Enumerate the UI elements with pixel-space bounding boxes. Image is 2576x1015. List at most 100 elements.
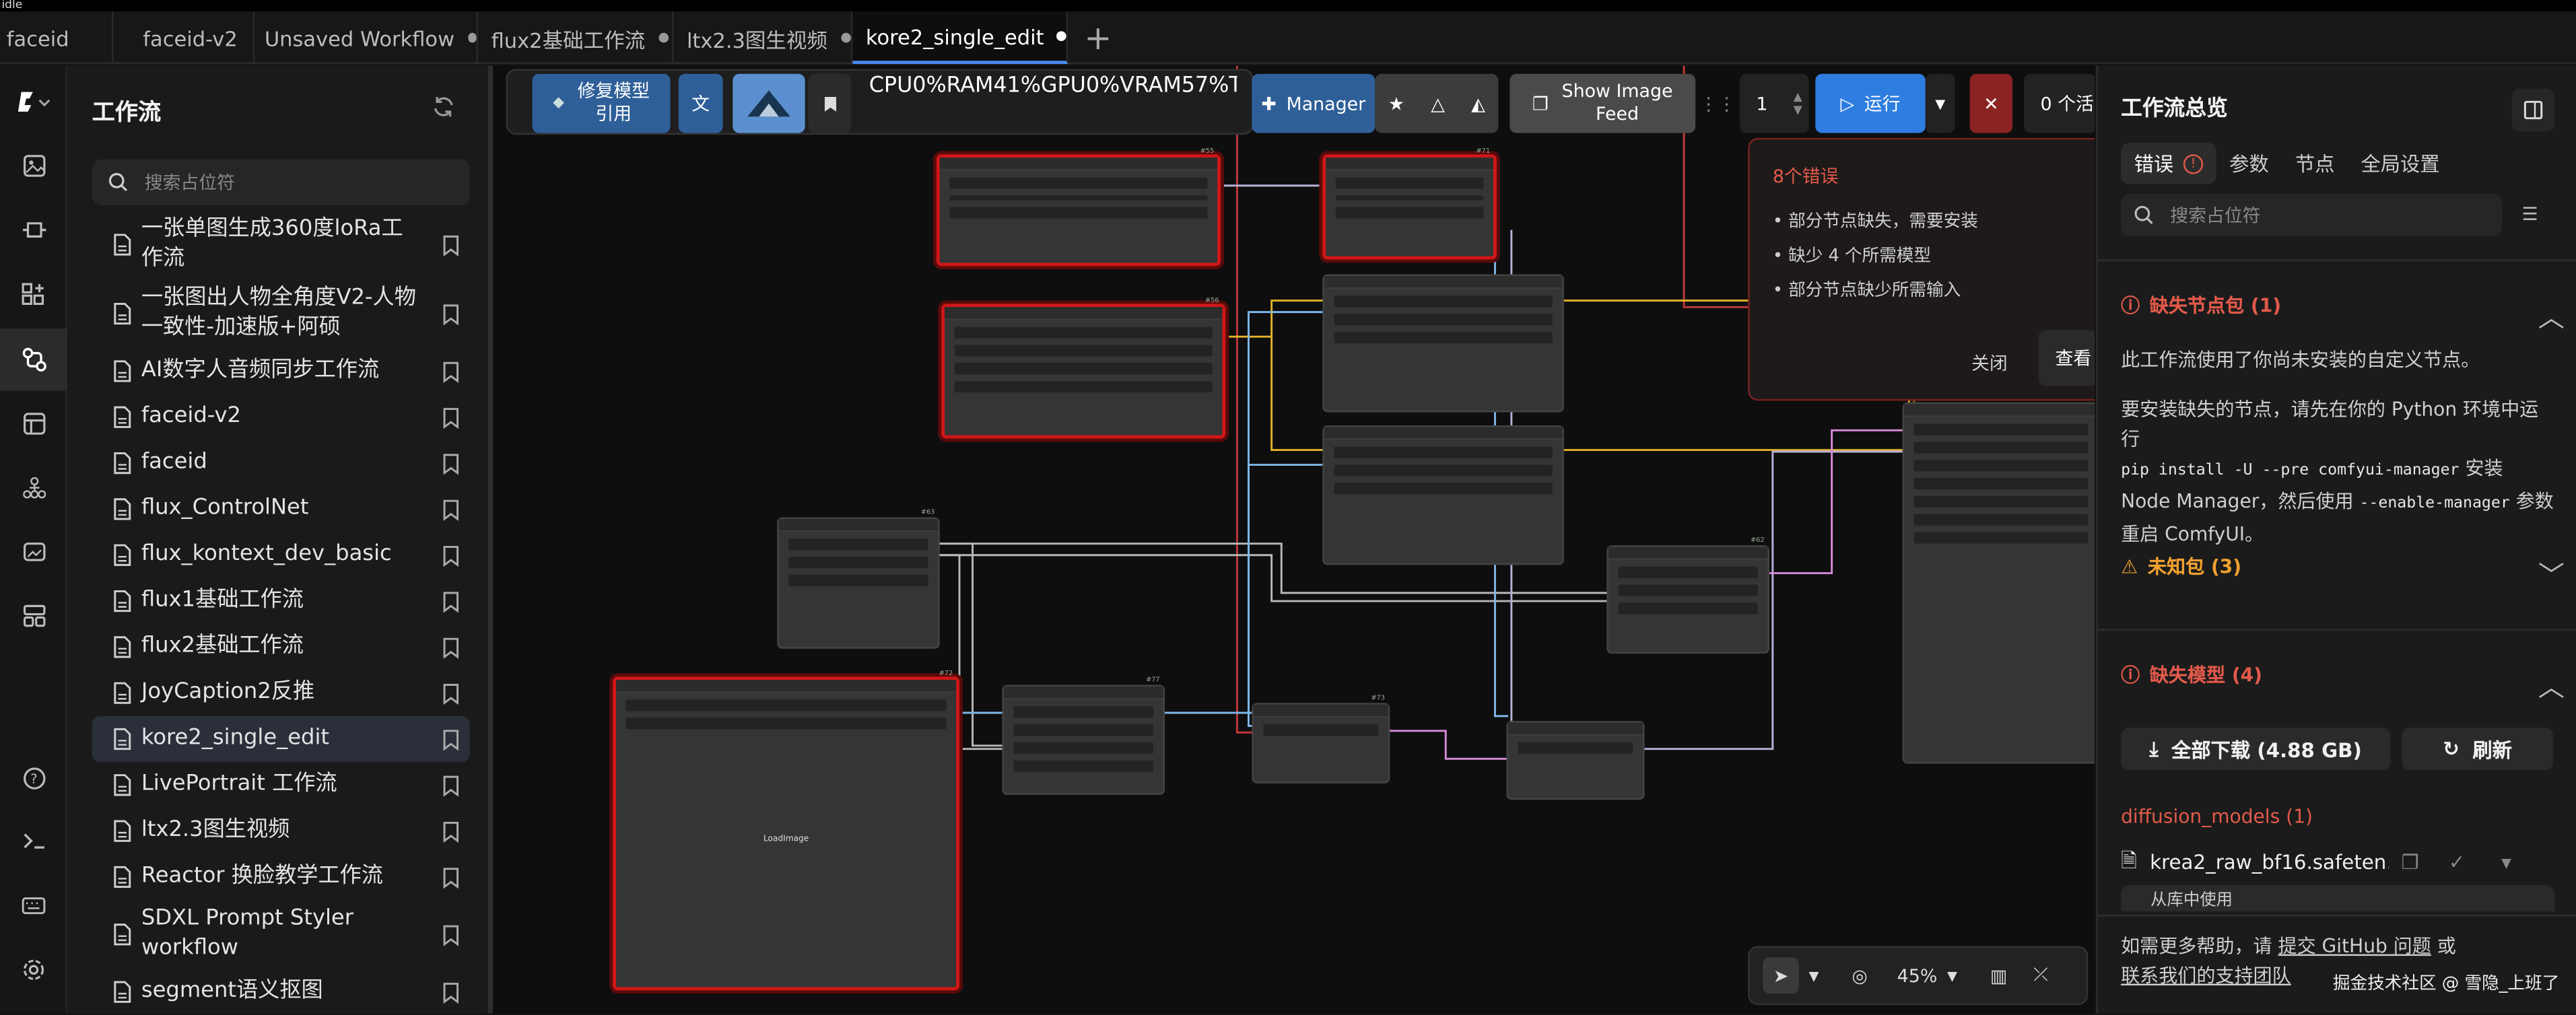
bookmark-button[interactable] — [808, 73, 851, 133]
tab-faceid[interactable]: faceid — [0, 11, 114, 65]
bookmark-icon[interactable] — [442, 545, 460, 566]
star-icon[interactable]: ★ — [1388, 92, 1405, 114]
manager-button[interactable]: ✚Manager — [1252, 73, 1376, 133]
fit-view-icon[interactable]: ◎ — [1852, 965, 1868, 987]
link-visibility-icon[interactable]: ⤫ — [2033, 964, 2048, 986]
tab-kore2-single-edit[interactable]: kore2_single_edit — [852, 11, 1069, 65]
node-library-icon[interactable] — [0, 262, 67, 325]
refresh-icon[interactable] — [432, 94, 459, 120]
missing-model-row[interactable]: 🗎 krea2_raw_bf16.safeten... ❐ ✓ ▼ — [2121, 846, 2554, 879]
popup-view-button[interactable]: 查看 — [2039, 330, 2095, 386]
stepper-arrows-icon[interactable]: ▲▼ — [1793, 90, 1802, 117]
loadimage-node[interactable]: #72 LoadImage — [613, 668, 959, 991]
image-icon[interactable] — [0, 135, 67, 197]
support-link[interactable]: 联系我们的支持团队 — [2121, 964, 2291, 987]
graph-canvas[interactable]: #55 #71 #56 #63 #62 #72 — [493, 65, 2095, 1014]
bookmark-icon[interactable] — [442, 407, 460, 428]
tab-global-settings[interactable]: 全局设置 — [2361, 152, 2440, 176]
keyboard-icon[interactable] — [0, 874, 67, 936]
bookmark-icon[interactable] — [442, 499, 460, 520]
chevron-down-icon[interactable]: ▼ — [1946, 968, 1958, 983]
workflow-list-item[interactable]: AI数字人音频同步工作流 — [92, 348, 470, 394]
new-tab-button[interactable]: + — [1084, 17, 1112, 57]
graph-node[interactable] — [1506, 721, 1645, 800]
graph-node[interactable]: #63 — [777, 508, 940, 649]
workflow-list-item[interactable]: flux1基础工作流 — [92, 578, 470, 624]
run-button[interactable]: ▷运行 — [1815, 73, 1926, 133]
workflow-list-item[interactable]: ltx2.3图生视频 — [92, 808, 470, 854]
bookmark-icon[interactable] — [442, 452, 460, 474]
chevron-down-icon[interactable]: ▼ — [2501, 855, 2511, 870]
chevron-down-icon[interactable]: ﹀ — [2538, 560, 2565, 592]
bookmark-icon[interactable] — [442, 590, 460, 612]
minimap-icon[interactable]: ▥ — [1990, 965, 2008, 987]
bookmark-icon[interactable] — [442, 981, 460, 1003]
graph-node[interactable] — [1902, 402, 2095, 764]
download-all-button[interactable]: ⤓全部下载 (4.88 GB) — [2121, 727, 2391, 771]
chevron-up-icon[interactable]: ︿ — [2538, 302, 2565, 334]
graph-node[interactable]: #62 — [1606, 535, 1769, 654]
help-icon[interactable]: ? — [0, 747, 67, 810]
queue-status[interactable]: 0 个活 — [2024, 73, 2095, 133]
graph-node[interactable] — [1322, 425, 1564, 565]
bookmark-icon[interactable] — [442, 682, 460, 704]
chevron-up-icon[interactable]: ︿ — [2538, 671, 2565, 703]
run-options-button[interactable]: ▼ — [1925, 73, 1955, 133]
workflow-list-item[interactable]: 一张单图生成360度loRa工作流 — [92, 210, 470, 279]
bookmark-icon[interactable] — [442, 924, 460, 946]
tab-flux2[interactable]: flux2基础工作流 — [478, 11, 674, 65]
select-cursor-icon[interactable]: ➤ — [1763, 957, 1799, 994]
workflow-list-item[interactable]: segment语义抠图 — [92, 969, 470, 1014]
bookmark-icon[interactable] — [442, 820, 460, 842]
drag-handle-icon[interactable]: ⋮⋮ — [1699, 92, 1736, 114]
tab-nodes[interactable]: 节点 — [2295, 152, 2335, 176]
translate-button[interactable]: 文 — [678, 73, 723, 133]
graph-node[interactable]: #56 — [941, 295, 1226, 439]
graph-node[interactable]: #55 — [936, 146, 1221, 267]
panel-toggle-icon[interactable] — [2511, 88, 2555, 132]
popup-close-button[interactable]: 关闭 — [1971, 353, 2008, 375]
workflow-list-item[interactable]: SDXL Prompt Styler workflow — [92, 900, 470, 969]
terminal-icon[interactable] — [0, 810, 67, 872]
hierarchy-icon[interactable] — [0, 456, 67, 519]
tab-unsaved-workflow[interactable]: Unsaved Workflow — [255, 11, 479, 65]
workflow-list-item[interactable]: Reactor 换脸教学工作流 — [92, 854, 470, 900]
logo-button[interactable] — [733, 73, 805, 133]
workflow-list-item[interactable]: LivePortrait 工作流 — [92, 762, 470, 808]
tab-params[interactable]: 参数 — [2229, 152, 2269, 176]
model-library-icon[interactable] — [0, 199, 67, 261]
workflow-list-item[interactable]: 一张图出人物全角度V2-人物一致性-加速版+阿硕 — [92, 279, 470, 348]
workflow-list-item[interactable]: flux2基础工作流 — [92, 624, 470, 670]
workflow-list-item[interactable]: faceid-v2 — [92, 394, 470, 440]
graph-node[interactable] — [1322, 274, 1564, 413]
stop-button[interactable]: ✕ — [1969, 73, 2013, 133]
settings-gear-icon[interactable] — [0, 938, 67, 1000]
comfy-logo-icon[interactable] — [0, 71, 67, 133]
workflow-list-item[interactable]: flux_ControlNet — [92, 486, 470, 532]
layout-icon[interactable] — [0, 585, 67, 648]
gallery-icon[interactable] — [0, 520, 67, 583]
bookmark-icon[interactable] — [442, 774, 460, 796]
bookmark-icon[interactable] — [442, 234, 460, 256]
graph-node[interactable]: #73 — [1252, 693, 1390, 783]
show-image-feed-button[interactable]: ❐ Show Image Feed — [1510, 73, 1696, 133]
panel-search-input[interactable]: 搜索占位符 — [2121, 193, 2503, 237]
bookmark-icon[interactable] — [442, 637, 460, 658]
manager-tools[interactable]: ★△◭ — [1375, 73, 1499, 133]
unknown-packs-header[interactable]: ⚠未知包 (3) — [2121, 553, 2241, 580]
tab-errors[interactable]: 错误! — [2121, 143, 2216, 184]
zoom-level[interactable]: 45% — [1897, 965, 1938, 987]
bookmark-icon[interactable] — [442, 361, 460, 382]
chevron-down-icon[interactable]: ▼ — [1808, 968, 1819, 983]
copy-icon[interactable]: ❐ — [2401, 850, 2419, 874]
tab-ltx[interactable]: ltx2.3图生视频 — [673, 11, 853, 65]
check-icon[interactable]: ✓ — [2448, 850, 2466, 874]
bookmark-icon[interactable] — [442, 866, 460, 888]
list-view-icon[interactable]: ☰ — [2521, 203, 2538, 225]
workflow-list-item[interactable]: kore2_single_edit — [92, 715, 470, 763]
workflow-list-item[interactable]: flux_kontext_dev_basic — [92, 532, 470, 578]
repair-model-button[interactable]: ◆ 修复模型 引用 — [532, 73, 671, 133]
use-from-library[interactable]: 从库中使用 — [2121, 885, 2555, 912]
